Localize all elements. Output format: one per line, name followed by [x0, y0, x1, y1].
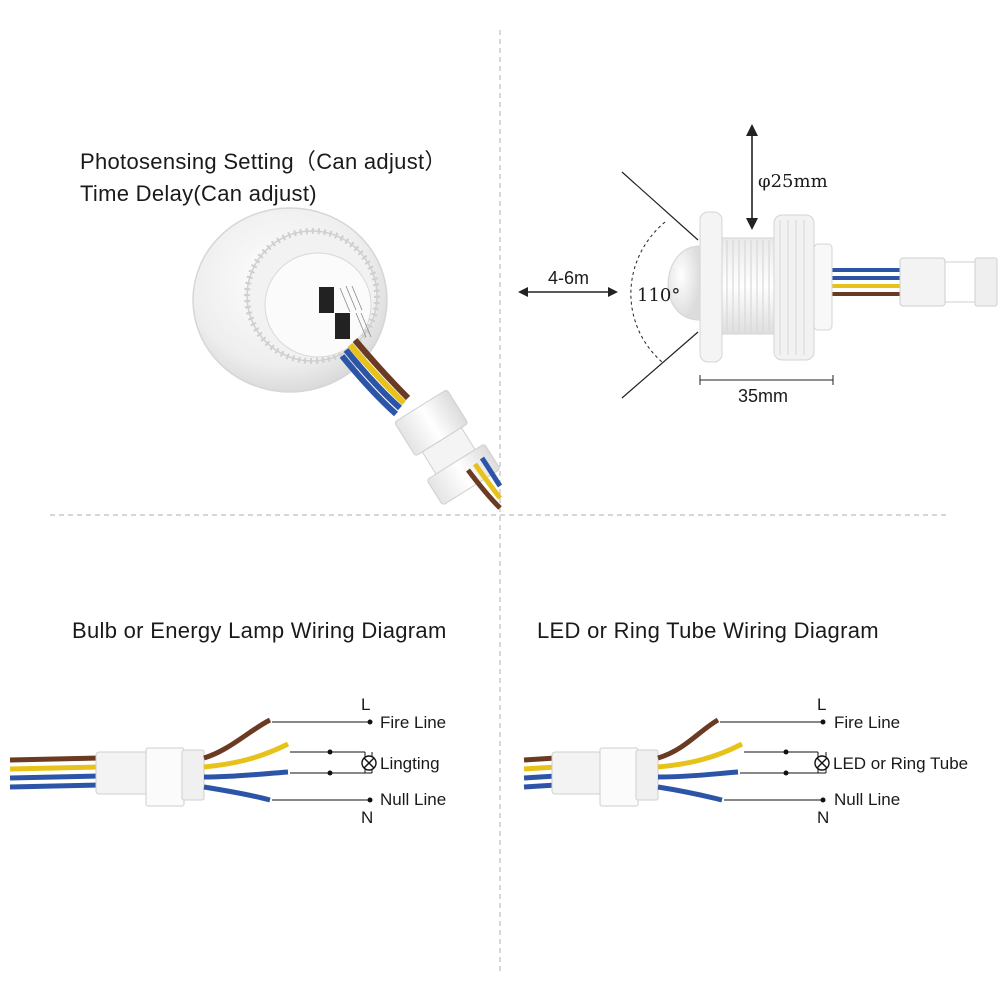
photosensing-setting-label: Photosensing Setting（Can adjust） — [80, 149, 447, 174]
n-terminal-label: N — [361, 808, 374, 827]
bulb-diagram-title: Bulb or Energy Lamp Wiring Diagram — [72, 618, 447, 643]
fire-line-label: Fire Line — [834, 713, 901, 732]
l-terminal-label: L — [361, 695, 371, 714]
time-delay-label: Time Delay(Can adjust) — [80, 181, 317, 206]
time-delay-dial[interactable] — [335, 313, 350, 339]
led-diagram-title: LED or Ring Tube Wiring Diagram — [537, 618, 879, 643]
angle-label: 110° — [637, 285, 681, 306]
photosensing-dial[interactable] — [319, 287, 334, 313]
null-line-label: Null Line — [380, 790, 447, 809]
range-label: 4-6m — [548, 268, 590, 288]
diameter-label: φ25mm — [758, 171, 828, 192]
fire-line-label: Fire Line — [380, 713, 447, 732]
length-label: 35mm — [738, 386, 789, 406]
led-symbol-icon — [814, 755, 830, 771]
l-terminal-label: L — [817, 695, 827, 714]
lamp-symbol-icon — [361, 755, 377, 771]
n-terminal-label: N — [817, 808, 830, 827]
load-label: Lingting — [380, 754, 440, 773]
null-line-label: Null Line — [834, 790, 901, 809]
load-label: LED or Ring Tube — [833, 754, 969, 773]
